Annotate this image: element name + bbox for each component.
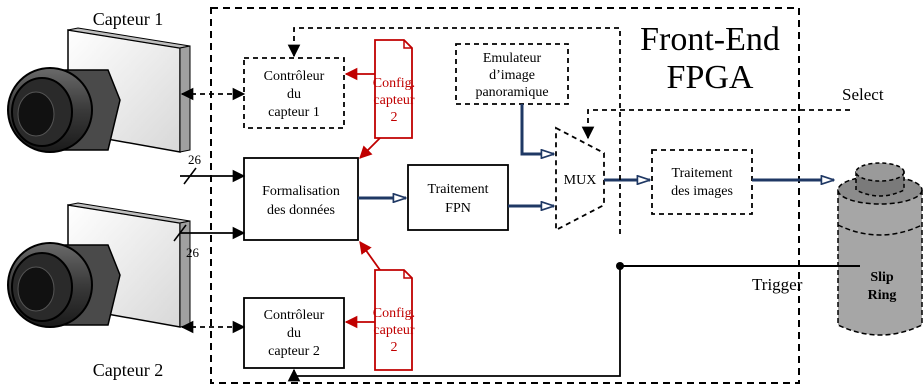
- config-2-line2: capteur: [373, 323, 415, 338]
- config-1-line3: 2: [391, 110, 398, 125]
- bus-width-tick-2: [173, 224, 187, 242]
- formalisation-line2: des données: [267, 203, 335, 218]
- config-2-document-icon: [374, 269, 413, 371]
- config-2-line1: Config.: [373, 306, 415, 321]
- sensor-2-label: Capteur 2: [93, 360, 163, 380]
- controller-1-line1: Contrôleur: [264, 69, 325, 84]
- bus-width-tick-1: [183, 167, 197, 185]
- fpn-line2: FPN: [445, 201, 471, 216]
- emulator-line3: panoramique: [475, 85, 548, 100]
- config1-to-formalisation: [359, 137, 381, 159]
- fpga-title-line2: FPGA: [667, 59, 754, 96]
- emulator-box: [455, 43, 569, 105]
- mux-label: MUX: [564, 173, 597, 188]
- fpga-boundary: [210, 7, 800, 384]
- bus-width-2: 26: [186, 245, 200, 260]
- bus-width-1: 26: [188, 152, 202, 167]
- mux-shape: [555, 126, 605, 232]
- config-1-document-icon: [374, 39, 413, 139]
- fpn-box: [407, 164, 509, 231]
- controller-1-line3: capteur 1: [268, 105, 320, 120]
- image-processing-box: [651, 149, 753, 215]
- sensor-1-label: Capteur 1: [93, 9, 163, 29]
- controller-1-line2: du: [287, 87, 301, 102]
- controller-2-line3: capteur 2: [268, 344, 320, 359]
- config-2-line3: 2: [391, 340, 398, 355]
- trigger-to-controller2: [287, 266, 621, 382]
- camera-2-icon: [7, 202, 191, 328]
- fpga-title-line1: Front-End: [640, 21, 780, 58]
- trigger-label: Trigger: [752, 275, 803, 294]
- select-signal-line: [581, 109, 850, 140]
- formalisation-box: [243, 157, 359, 241]
- config-1-line1: Config.: [373, 76, 415, 91]
- slip-ring-icon: [837, 162, 923, 336]
- controller-2-line2: du: [287, 326, 301, 341]
- controller-2-line1: Contrôleur: [264, 308, 325, 323]
- slip-ring-line1: Slip: [870, 270, 894, 285]
- emulator-line1: Emulateur: [483, 51, 542, 66]
- formalisation-line1: Formalisation: [262, 184, 340, 199]
- emulator-line2: d’image: [489, 68, 535, 83]
- config-1-line2: capteur: [373, 93, 415, 108]
- controller-1-box: [243, 57, 345, 129]
- slip-ring-line2: Ring: [868, 288, 897, 303]
- camera-1-icon: [7, 27, 191, 153]
- config2-to-formalisation: [359, 240, 381, 271]
- fpn-line1: Traitement: [428, 182, 489, 197]
- image-processing-line1: Traitement: [672, 166, 733, 181]
- path-emulator-mux: [520, 104, 554, 154]
- select-label: Select: [842, 85, 884, 104]
- feedback-to-controller1: [287, 27, 621, 234]
- image-processing-line2: des images: [671, 184, 733, 199]
